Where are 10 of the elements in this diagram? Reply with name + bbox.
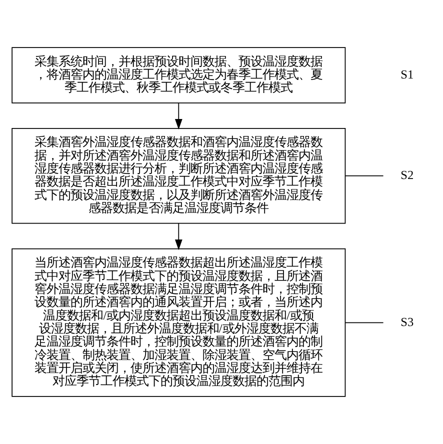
connector bbox=[344, 175, 384, 176]
node-box: 采集酒窖外温湿度传感器数据和酒窖内温湿度传感器数据，并对所述酒窖外温湿度传感器数据和所述酒窖内温湿度传感器数据进行分析，判断所述酒窖内温湿度传感器数据是否超出所述温湿度工作模式中对应季节工作模式下的预设温湿度数据，以及判断所述酒窖外温湿度传感器数据是否满足温湿度调节条件 bbox=[12, 128, 346, 224]
arrow bbox=[174, 102, 182, 130]
label: S1 bbox=[400, 67, 414, 82]
arrow bbox=[174, 222, 182, 250]
node-box: 采集系统时间，并根据预设时间数据、预设温湿度数据，将酒窖内的温湿度工作模式选定为春季工作模式、夏季工作模式、秋季工作模式或冬季工作模式 bbox=[12, 47, 346, 104]
connector bbox=[344, 322, 384, 324]
node-text: S2 bbox=[400, 168, 414, 182]
node-text: S3 bbox=[400, 314, 414, 329]
node-box: 当所述酒窖内温湿度传感器数据超出所述温湿度工作模式中对应季节工作模式下的预设温湿度数据，且所述酒窖外温湿度传感器数据满足温湿度调节条件时，控制预设数量的所述酒窖内的通风装置开启；或者，当所述内温度数据和/或内湿度数据超出预设温度数据和/或预设湿度数据，且所述外温度数据和/或外湿度数据不满足温湿度调节条件时，控制预设数量的所述酒窖内的制冷装置、制热装置、加湿装置、除湿装置、空气内循环装置开启或关闭，使所述酒窖内的温湿度达到并维持在对应季节工作模式下的预设温湿度数据的范围内 bbox=[12, 248, 346, 397]
